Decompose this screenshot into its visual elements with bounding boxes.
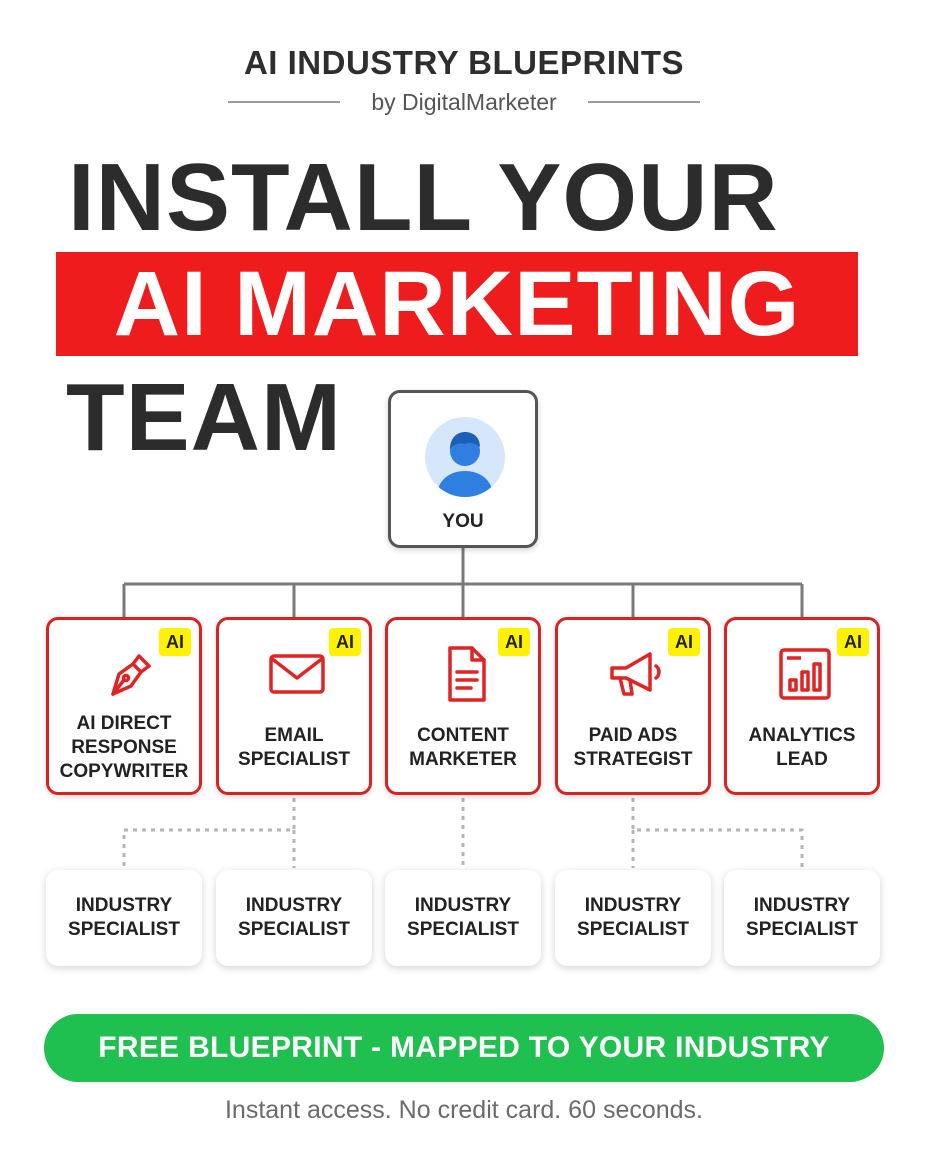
role-card-email-specialist: AI EMAIL SPECIALIST [216, 617, 372, 795]
ai-badge: AI [668, 628, 700, 656]
dotted-connector-left [122, 798, 296, 868]
hero-line-1: INSTALL YOUR [68, 144, 779, 251]
byline-rule-right [588, 101, 700, 103]
byline: by DigitalMarketer [371, 88, 557, 115]
industry-specialist-card: INDUSTRY SPECIALIST [216, 870, 372, 966]
hero-highlight-band [56, 252, 858, 356]
you-card: YOU [388, 390, 538, 548]
user-avatar-icon [425, 417, 505, 497]
role-label: PAID ADS STRATEGIST [573, 725, 693, 770]
you-label: YOU [442, 511, 484, 532]
byline-row: by DigitalMarketer [228, 88, 700, 116]
footnote: Instant access. No credit card. 60 secon… [224, 1096, 703, 1124]
document-icon [448, 646, 486, 702]
role-card-paid-ads-strategist: AI PAID ADS STRATEGIST [555, 617, 711, 795]
role-label: AI DIRECT RESPONSE COPYWRITER [59, 713, 189, 782]
role-label: ANALYTICS LEAD [748, 725, 856, 770]
hero-line-3: TEAM [66, 364, 342, 471]
ai-badge: AI [329, 628, 361, 656]
fountain-pen-icon [111, 654, 151, 696]
role-card-content-marketer: AI CONTENT MARKETER [385, 617, 541, 795]
hero-line-2: AI MARKETING [113, 252, 801, 355]
bar-chart-icon [779, 648, 831, 700]
ai-badge: AI [498, 628, 530, 656]
ai-badge: AI [159, 628, 191, 656]
role-label: CONTENT MARKETER [409, 725, 517, 770]
megaphone-icon [610, 652, 661, 696]
dotted-connector-right [631, 798, 804, 868]
role-card-copywriter: AI AI DIRECT RESPONSE COPYWRITER [46, 617, 202, 795]
role-card-analytics-lead: AI ANALYTICS LEAD [724, 617, 880, 795]
envelope-icon [269, 654, 325, 694]
brand-title: AI INDUSTRY BLUEPRINTS [243, 44, 685, 81]
role-label: EMAIL SPECIALIST [238, 725, 350, 770]
industry-specialist-card: INDUSTRY SPECIALIST [555, 870, 711, 966]
ai-badge: AI [837, 628, 869, 656]
industry-specialist-card: INDUSTRY SPECIALIST [385, 870, 541, 966]
byline-rule-left [228, 101, 340, 103]
industry-specialist-card: INDUSTRY SPECIALIST [724, 870, 880, 966]
free-blueprint-button[interactable]: FREE BLUEPRINT - MAPPED TO YOUR INDUSTRY [44, 1014, 884, 1082]
industry-specialist-card: INDUSTRY SPECIALIST [46, 870, 202, 966]
